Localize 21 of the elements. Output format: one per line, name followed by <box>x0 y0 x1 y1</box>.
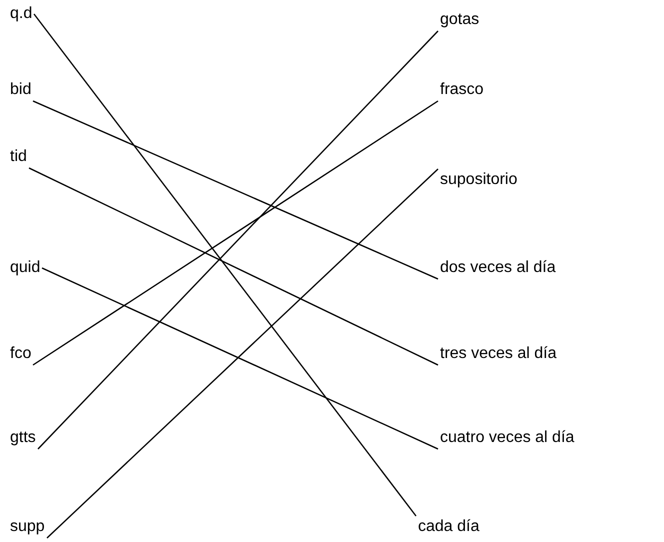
term-label: gotas <box>438 9 482 31</box>
matching-line <box>38 30 438 450</box>
term-label: quid <box>8 257 42 279</box>
term-label: gtts <box>8 427 38 449</box>
term-label: bid <box>8 79 34 101</box>
term-label: supp <box>8 516 47 538</box>
matching-line <box>42 267 438 450</box>
matching-line <box>33 14 417 516</box>
term-label: tid <box>8 146 29 168</box>
term-label: q.d <box>8 3 34 25</box>
matching-line <box>28 167 438 366</box>
term-label: frasco <box>438 79 486 101</box>
term-label: tres veces al día <box>438 343 558 365</box>
term-label: cuatro veces al día <box>438 427 576 449</box>
term-label: cada día <box>416 516 482 538</box>
matching-line <box>32 100 438 366</box>
matching-line <box>32 100 438 280</box>
term-label: supositorio <box>438 169 520 191</box>
term-label: dos veces al día <box>438 257 558 279</box>
matching-line <box>46 168 438 538</box>
term-label: fco <box>8 343 34 365</box>
